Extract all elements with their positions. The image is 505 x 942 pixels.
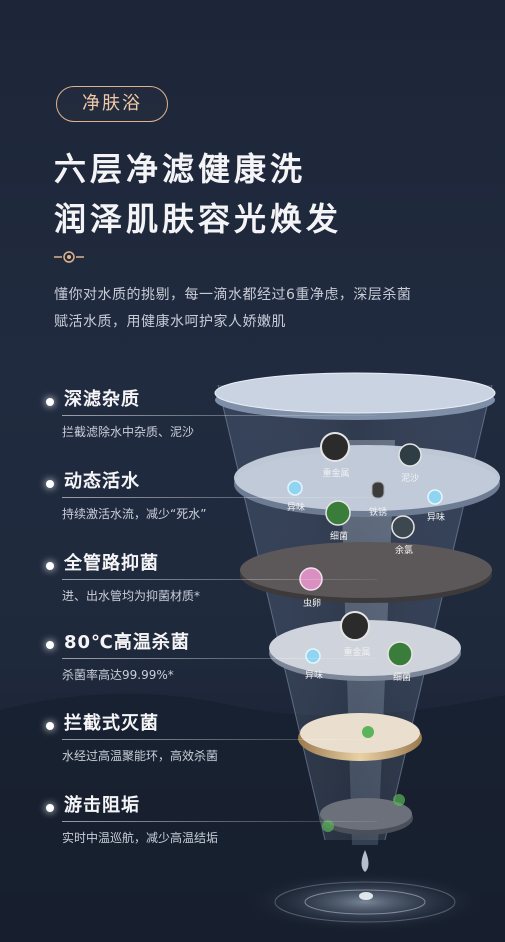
target-dot-icon [54, 251, 84, 263]
headline-line-2: 润泽肌肤容光焕发 [54, 200, 343, 238]
bacteria-label-1: 细菌 [329, 532, 348, 542]
layer-name: 动态活水 [64, 471, 140, 492]
bullet-dot [46, 804, 54, 812]
layer-desc: 持续激活水流，减少“死水” [62, 507, 207, 521]
layer-name: 拦截式灭菌 [64, 713, 159, 734]
odor-label-3: 异味 [304, 671, 323, 681]
bullet-dot [46, 398, 54, 406]
divider [62, 739, 377, 740]
divider [62, 579, 377, 580]
odor-label-2: 异味 [426, 513, 445, 523]
bullet-dot [46, 722, 54, 730]
chlorine-label: 余氯 [394, 546, 413, 556]
layer-desc: 进、出水管均为抑菌材质* [62, 589, 201, 603]
layer-desc: 杀菌率高达99.99%* [62, 668, 174, 682]
divider [62, 658, 377, 659]
divider [62, 497, 377, 498]
layer-name: 游击阻垢 [64, 795, 140, 816]
headline-line-1: 六层净滤健康洗 [54, 150, 307, 188]
bullet-dot [46, 641, 54, 649]
layer-name: 80℃高温杀菌 [64, 632, 190, 653]
sludge-label: 泥沙 [400, 474, 419, 484]
layer-name: 深滤杂质 [64, 389, 140, 410]
layer-desc: 实时中温巡航，减少高温结垢 [62, 831, 219, 845]
divider [62, 821, 377, 822]
divider [62, 415, 377, 416]
layer-desc: 水经过高温聚能环，高效杀菌 [62, 749, 219, 763]
bacteria-label-2: 细菌 [392, 673, 411, 683]
bullet-dot [46, 480, 54, 488]
layer-desc: 拦截滤除水中杂质、泥沙 [62, 425, 195, 439]
egg-label: 虫卵 [302, 599, 321, 609]
rust-label: 铁锈 [368, 508, 387, 518]
bullet-dot [46, 562, 54, 570]
intro-line-2: 赋活水质，用健康水呵护家人娇嫩肌 [54, 314, 286, 330]
feature-badge: 净肤浴 [56, 86, 168, 122]
odor-label-1: 异味 [286, 503, 305, 513]
layer-name: 全管路抑菌 [64, 553, 159, 574]
heavy-metal-label-2: 重金属 [343, 648, 371, 658]
heavy-metal-label: 重金属 [322, 469, 350, 479]
intro-line-1: 懂你对水质的挑剔，每一滴水都经过6重净虑，深层杀菌 [54, 287, 412, 303]
intro-text: 懂你对水质的挑剔，每一滴水都经过6重净虑，深层杀菌 赋活水质，用健康水呵护家人娇… [54, 282, 464, 336]
